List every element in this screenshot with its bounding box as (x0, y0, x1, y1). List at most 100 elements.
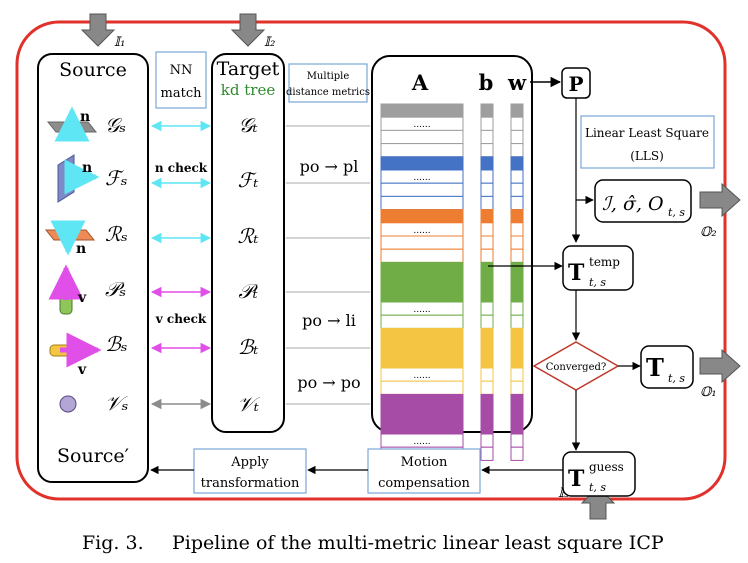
matrix-cell-b (480, 248, 494, 263)
lls-line1: Linear Least Square (585, 126, 709, 140)
matrix-cell-w (510, 327, 524, 343)
matrix-cell-w (510, 354, 524, 369)
matrix-cell-b (480, 341, 494, 356)
matrix-cell-A (380, 341, 464, 356)
matrix-cell-w (510, 143, 524, 158)
motion-line2: compensation (378, 476, 470, 491)
matrix-cell-b (480, 182, 494, 197)
matrix-cell-b (480, 195, 494, 211)
matrix-dots: ...... (413, 173, 430, 183)
matrix-col-w: w (507, 70, 527, 95)
matrix-cell-A (380, 327, 464, 343)
target-title: Target (217, 58, 280, 80)
input-label-i2: 𝕀₂ (264, 35, 275, 50)
matrix-cell-w (510, 393, 524, 409)
matrix-cell-A (380, 195, 464, 211)
input-label-i3: 𝕀₃ (558, 486, 569, 501)
v-check-label: v check (155, 312, 207, 326)
matrix-cell-A (380, 288, 464, 303)
vec-v-1: v (77, 290, 87, 306)
matrix-cell-A (380, 261, 464, 277)
matrix-cell-w (510, 248, 524, 263)
output-arrow-o1 (699, 348, 741, 384)
metric-label-po-po: po → po (297, 373, 360, 392)
vec-n-1: n (80, 109, 90, 125)
matrix-cell-w (510, 195, 524, 211)
target-label-beam: ℬₜ (238, 335, 259, 359)
distance-metrics-box (288, 63, 368, 103)
matrix-cell-A (380, 354, 464, 369)
matrix-col-b: b (479, 70, 494, 95)
matrix-cell-b (480, 433, 494, 448)
input-label-i1: 𝕀₁ (114, 35, 125, 50)
ground-plane-icon (46, 106, 98, 142)
target-label-vertex: 𝒱ₜ (237, 392, 260, 416)
matrix-cell-b (480, 209, 494, 224)
T-temp-sup: temp (589, 255, 620, 269)
vec-n-3: n (76, 241, 86, 257)
matrix-cell-A (380, 248, 464, 263)
target-label-facade: ℱₜ (238, 168, 259, 192)
matrix-col-A: A (411, 70, 429, 95)
matrix-cell-b (480, 380, 494, 395)
vec-n-2: n (82, 160, 92, 176)
input-arrow-i2 (230, 13, 266, 47)
target-panel (211, 53, 285, 433)
uncertainty-box (594, 179, 692, 223)
matrix-cell-b (480, 367, 494, 382)
vec-v-2: v (77, 362, 87, 378)
matrix-cell-w (510, 129, 524, 145)
matrix-cell-b (480, 169, 494, 184)
output-label-o2: 𝕆₂ (700, 225, 717, 240)
matrix-cell-b (480, 129, 494, 145)
matrix-rows: .................................... (380, 103, 524, 461)
matrix-cell-w (510, 367, 524, 382)
matrix-dots: ...... (413, 437, 430, 447)
T-final-sub: t, s (668, 372, 685, 385)
matrix-cell-A (380, 420, 464, 435)
matrix-cell-b (480, 288, 494, 303)
matrix-cell-w (510, 235, 524, 250)
nn-match-box (155, 51, 207, 109)
matrix-cell-b (480, 407, 494, 422)
source-label-beam: ℬₛ (105, 332, 127, 356)
lls-line2: (LLS) (630, 149, 664, 163)
matrix-cell-b (480, 235, 494, 250)
matrix-cell-b (480, 420, 494, 435)
matrix-cell-w (510, 275, 524, 290)
T-guess-box (562, 451, 636, 497)
matrix-cell-w (510, 407, 524, 422)
matrix-cell-b (480, 116, 494, 131)
pillar-icon (48, 264, 84, 315)
matrix-cell-A (380, 407, 464, 422)
uncertainty-label: ℐ, σ̂, O (602, 193, 664, 215)
converged-label: Converged? (546, 362, 607, 373)
matrix-cell-w (510, 314, 524, 329)
matrix-cell-A (380, 156, 464, 171)
output-arrow-o2 (699, 182, 741, 218)
matrix-cell-A (380, 182, 464, 197)
source-label-vertex: 𝒱ₛ (105, 391, 128, 415)
matrix-cell-w (510, 222, 524, 237)
metrics-line2: distance metrics (286, 87, 370, 98)
matrix-cell-w (510, 103, 524, 118)
matrix-cell-A (380, 314, 464, 329)
matrix-cell-b (480, 222, 494, 237)
caption-text: Pipeline of the multi-metric linear leas… (172, 532, 664, 554)
matrix-cell-b (480, 327, 494, 343)
matrix-cell-b (480, 275, 494, 290)
source-label-facade: ℱₛ (105, 166, 127, 190)
matrix-cell-b (480, 261, 494, 277)
nn-match-line1: NN (170, 63, 193, 78)
vertex-icon (59, 395, 77, 413)
n-check-label: n check (155, 161, 208, 175)
outer-frame (15, 20, 727, 501)
apply-line1: Apply (230, 455, 269, 470)
output-label-o1: 𝕆₁ (700, 385, 717, 400)
matrix-cell-A (380, 380, 464, 395)
matrix-cell-b (480, 446, 494, 461)
matrix-dots: ...... (413, 120, 430, 130)
source-label-ground: 𝒢ₛ (105, 113, 126, 137)
matrix-cell-A (380, 129, 464, 145)
matrix-cell-b (480, 354, 494, 369)
